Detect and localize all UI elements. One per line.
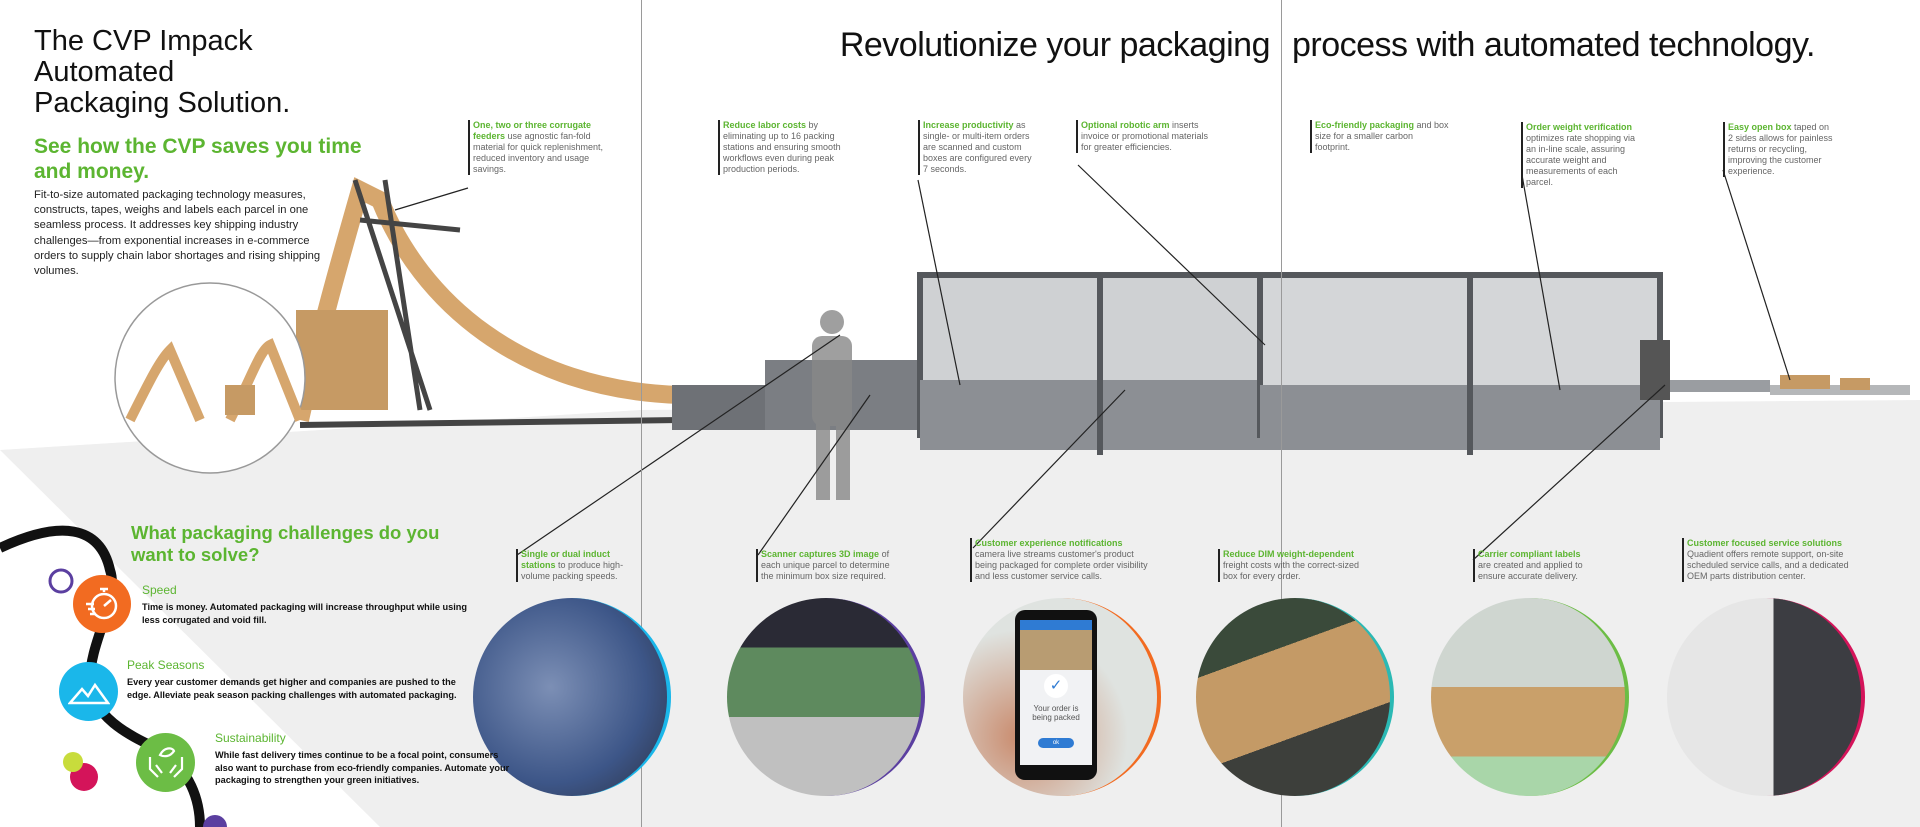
callout-feeders: One, two or three corrugate feeders use … [468, 120, 608, 175]
phone: ✓ Your order is being packed ok [1015, 610, 1097, 780]
phone-screen: ✓ Your order is being packed ok [1020, 620, 1092, 765]
panel-divider [641, 0, 642, 827]
callout-scanner: Scanner captures 3D image of each unique… [756, 549, 896, 582]
callout-productivity: Increase productivity as single- or mult… [918, 120, 1038, 175]
callout-easy-open: Easy open box taped on 2 sides allows fo… [1723, 122, 1833, 177]
challenge-title-speed: Speed [142, 583, 177, 597]
title-line: The CVP Impack [34, 25, 253, 57]
callout-notifications: Customer experience notifications camera… [970, 538, 1150, 582]
packaging-machine [672, 272, 1910, 455]
photo-induct-stations [473, 598, 671, 796]
callout-leader-lines [394, 164, 1791, 561]
headline-part1: Revolutionize your packaging [839, 26, 1271, 64]
page-title: The CVP Impack Automated Packaging Solut… [34, 26, 364, 119]
headline-part2: process with automated technology. [1292, 26, 1815, 64]
mountains-icon [59, 662, 118, 721]
callout-induct: Single or dual induct stations to produc… [516, 549, 636, 582]
decor-circle [48, 568, 74, 594]
challenge-title-sustainability: Sustainability [215, 731, 286, 745]
feeder-detail-circle [114, 282, 306, 474]
phone-message: Your order is being packed [1032, 704, 1080, 722]
checkmark-icon: ✓ [1044, 674, 1068, 698]
photo-label-applicator [1431, 598, 1629, 796]
title-line: Packaging Solution. [34, 87, 291, 119]
callout-labor: Reduce labor costs by eliminating up to … [718, 120, 848, 175]
hands-leaf-icon [136, 733, 195, 792]
title-line: Automated [34, 56, 175, 88]
challenge-title-peak: Peak Seasons [127, 658, 205, 672]
callout-weight: Order weight verification optimizes rate… [1521, 122, 1646, 188]
subheading: See how the CVP saves you time and money… [34, 135, 362, 183]
photo-dim-boxes [1196, 598, 1394, 796]
photo-phone-notification: ✓ Your order is being packed ok [963, 598, 1161, 796]
photo-scanner [727, 598, 925, 796]
panel-divider [1281, 0, 1282, 827]
challenge-text-sustainability: While fast delivery times continue to be… [215, 750, 510, 786]
operator-silhouette [812, 310, 852, 500]
stopwatch-icon [73, 575, 131, 633]
photo-service-technician [1667, 598, 1865, 796]
challenge-text-peak: Every year customer demands get higher a… [127, 677, 457, 700]
challenges-heading: What packaging challenges do you want to… [131, 522, 440, 565]
corrugate-feeder [291, 177, 681, 428]
challenge-text-speed: Time is money. Automated packaging will … [142, 602, 468, 625]
callout-service: Customer focused service solutions Quadi… [1682, 538, 1857, 582]
callout-eco: Eco-friendly packaging and box size for … [1310, 120, 1450, 153]
callout-dim: Reduce DIM weight-dependent freight cost… [1218, 549, 1368, 582]
phone-ok-button[interactable]: ok [1038, 738, 1074, 748]
intro-text: Fit-to-size automated packaging technolo… [34, 189, 321, 278]
callout-labels: Carrier compliant labels are created and… [1473, 549, 1593, 582]
callout-robotic-arm: Optional robotic arm inserts invoice or … [1076, 120, 1216, 153]
